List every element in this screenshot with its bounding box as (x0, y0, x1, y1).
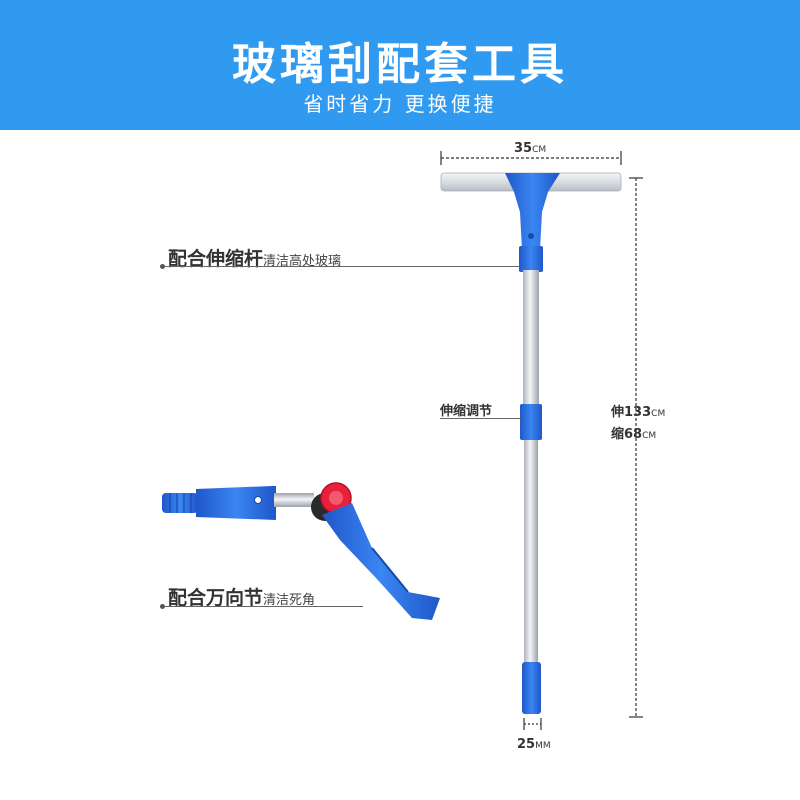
universal-callout-line (165, 606, 363, 607)
adjust-label: 伸缩调节 (440, 404, 493, 419)
universal-callout: 配合万向节清洁死角 (168, 583, 315, 610)
universal-joint-tool (162, 482, 440, 620)
extend-value: 133 (624, 405, 652, 420)
extend-length-label: 伸133CM (611, 401, 665, 420)
universal-main-text: 配合万向节 (168, 587, 264, 609)
length-dimension (629, 177, 643, 718)
page-title: 玻璃刮配套工具 (232, 39, 568, 90)
squeegee-pole (440, 172, 622, 714)
header-banner: 玻璃刮配套工具 省时省力 更换便捷 (0, 0, 800, 130)
width-unit: CM (532, 145, 547, 155)
retract-value: 68 (624, 427, 643, 442)
universal-callout-dot (160, 604, 165, 609)
telescopic-callout: 配合伸缩杆清洁高处玻璃 (168, 244, 341, 271)
telescopic-sub-text: 清洁高处玻璃 (263, 254, 342, 269)
retract-length-label: 缩68CM (611, 423, 656, 442)
telescopic-main-text: 配合伸缩杆 (168, 248, 264, 270)
extend-unit: CM (651, 409, 666, 419)
width-label: 35CM (514, 141, 546, 156)
telescopic-callout-line (165, 266, 520, 267)
retract-unit: CM (642, 431, 657, 441)
retract-prefix: 缩 (611, 427, 625, 442)
extend-prefix: 伸 (611, 405, 625, 420)
diameter-value: 25 (517, 737, 536, 752)
adjust-callout-line (440, 418, 522, 419)
universal-sub-text: 清洁死角 (263, 593, 316, 608)
width-value: 35 (514, 141, 533, 156)
diameter-label: 25MM (517, 737, 551, 752)
diameter-unit: MM (535, 741, 551, 751)
telescopic-callout-dot (160, 264, 165, 269)
width-dimension (440, 151, 622, 165)
page-subtitle: 省时省力 更换便捷 (303, 92, 497, 116)
diameter-dimension (523, 718, 542, 730)
